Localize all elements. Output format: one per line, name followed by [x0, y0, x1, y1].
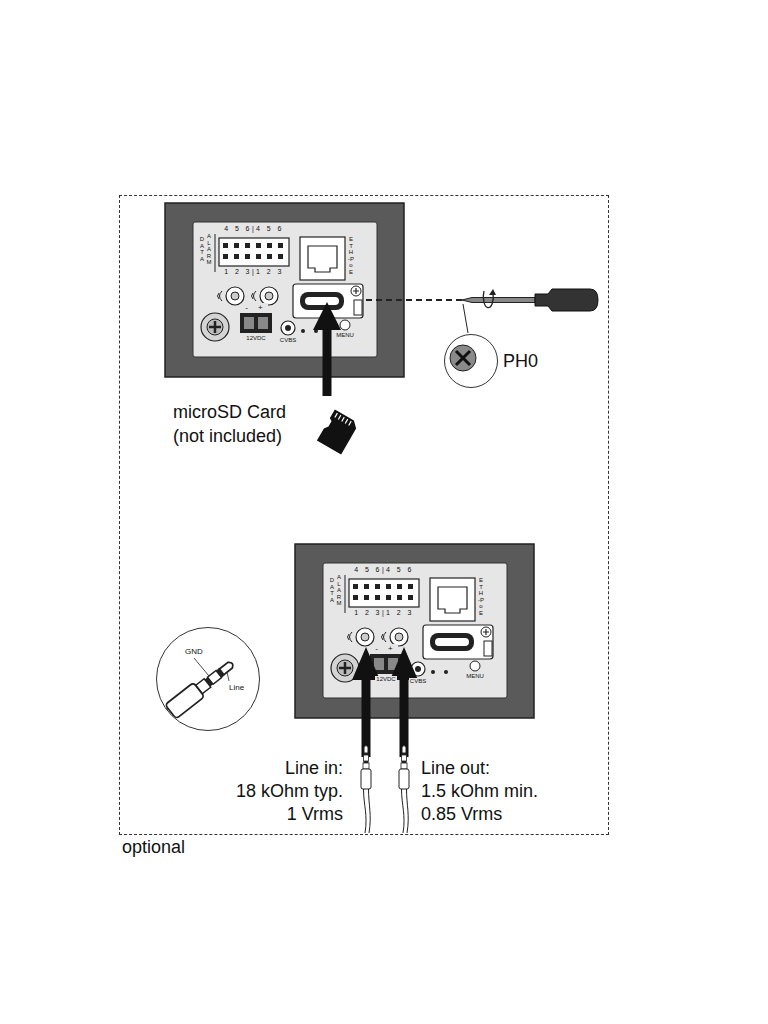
callout-text: 0.85 Vrms	[421, 804, 502, 825]
pin-numbers: 4 5 6|4 5 6	[223, 225, 284, 233]
port-name: ETH-PoE	[347, 236, 355, 276]
button-name: MENU	[335, 332, 355, 339]
polarity-marks: - +	[374, 644, 398, 653]
callout-text: 1 Vrms	[287, 804, 343, 825]
port-name: ALARM	[335, 574, 343, 607]
leader-line	[194, 658, 209, 676]
optional-region: optionalPH0GNDLine	[119, 195, 609, 835]
insert-arrow	[390, 647, 418, 757]
leader-line	[227, 672, 229, 681]
port-name: CVBS	[279, 337, 297, 344]
node-label: GND	[185, 647, 203, 656]
leader-line	[463, 304, 468, 333]
screwdriver-shaft	[462, 298, 535, 303]
insert-arrow	[313, 302, 341, 396]
callout-text: 1.5 kOhm min.	[421, 781, 538, 802]
pin-numbers: 1 2 3|1 2 3	[223, 268, 284, 276]
audio-plug	[361, 746, 371, 834]
port-name: ETH-PoE	[477, 577, 485, 617]
pin-numbers: 4 5 6|4 5 6	[353, 566, 414, 574]
pin-numbers: 1 2 3|1 2 3	[353, 609, 414, 617]
audio-plug	[399, 746, 409, 834]
callout-text: microSD Card	[173, 402, 286, 423]
tool-circle: PH0	[444, 334, 498, 388]
phillips-screw	[450, 345, 476, 371]
dashed-line	[366, 299, 462, 301]
audio-plug	[103, 656, 238, 767]
callout-text: Line out:	[421, 758, 490, 779]
port-name: ALARM	[205, 233, 213, 266]
button-name: MENU	[465, 673, 485, 680]
camera-panel	[295, 544, 534, 718]
port-name: 12VDC	[375, 676, 396, 683]
node-label: PH0	[503, 351, 538, 372]
insert-arrow	[352, 647, 380, 757]
callout-text: (not included)	[173, 426, 282, 447]
port-name: 12VDC	[245, 335, 266, 342]
callout-text: Line in:	[285, 758, 343, 779]
node-label: Line	[229, 683, 244, 692]
plug-inset: GND Line	[156, 627, 260, 731]
camera-panel	[165, 203, 404, 377]
node-label: optional	[122, 837, 185, 858]
callout-text: 18 kOhm typ.	[236, 781, 343, 802]
microsd-card	[317, 409, 359, 454]
polarity-marks: - +	[244, 303, 268, 312]
screwdriver-handle	[535, 289, 598, 311]
port-name: CVBS	[409, 678, 427, 685]
